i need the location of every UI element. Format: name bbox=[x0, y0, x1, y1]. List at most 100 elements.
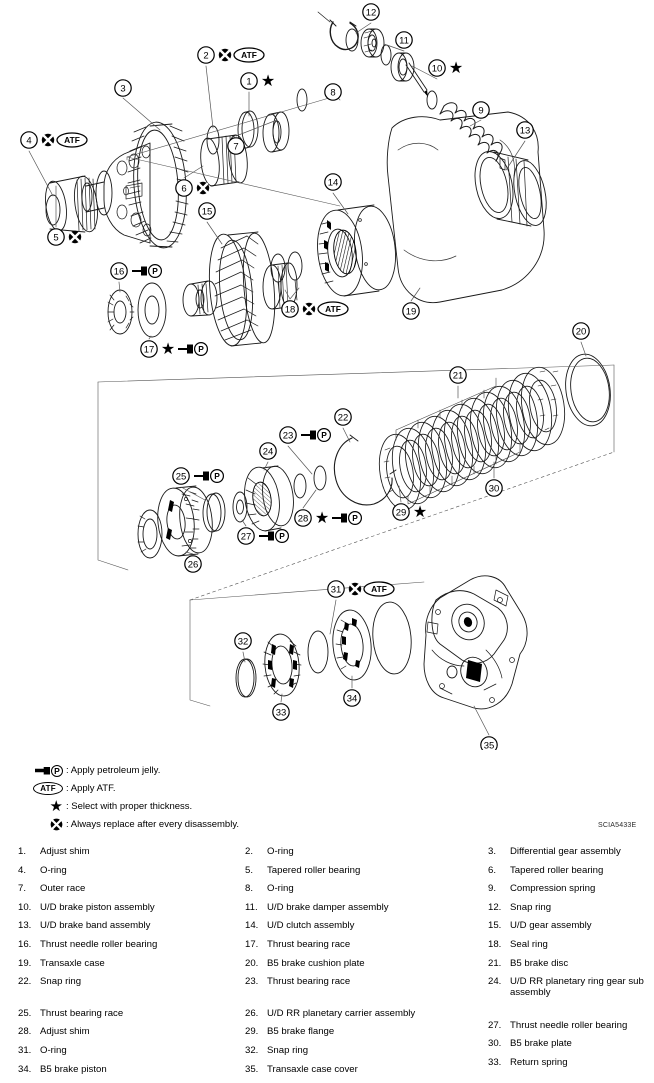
part-label: Thrust needle roller bearing bbox=[510, 1019, 628, 1031]
x-circle-icon bbox=[41, 133, 55, 147]
callout-34: 34 bbox=[343, 689, 361, 707]
callout-bubble bbox=[175, 179, 193, 197]
part-label: O-ring bbox=[267, 846, 294, 857]
callout-number: 22 bbox=[338, 412, 349, 423]
callout-number: 3 bbox=[120, 83, 125, 94]
part-item: 25.Thrust bearing race bbox=[18, 1008, 233, 1019]
part-item: 35.Transaxle case cover bbox=[245, 1064, 475, 1075]
part-item: 12.Snap ring bbox=[488, 902, 654, 913]
part-label: Differential gear assembly bbox=[510, 846, 621, 857]
callout-17: 17★P bbox=[140, 340, 209, 358]
atf-icon: ATF bbox=[56, 132, 88, 148]
ud-gear-assembly-art bbox=[107, 231, 303, 347]
part-number: 7. bbox=[18, 883, 27, 895]
callout-number: 8 bbox=[330, 87, 335, 98]
callout-13: 13 bbox=[516, 121, 534, 139]
callout-number: 35 bbox=[484, 740, 495, 750]
part-item: 15.U/D gear assembly bbox=[488, 920, 654, 931]
callout-bubble bbox=[237, 527, 255, 545]
part-number: 33. bbox=[488, 1057, 502, 1068]
callout-number: 14 bbox=[328, 177, 339, 188]
legend-row-atf: ATF : Apply ATF. bbox=[10, 780, 430, 797]
atf-icon: ATF bbox=[33, 782, 63, 795]
part-label: U/D brake damper assembly bbox=[267, 901, 389, 913]
part-number: 4. bbox=[18, 864, 27, 876]
part-item: 21.B5 brake disc bbox=[488, 958, 654, 969]
callout-14: 14 bbox=[324, 173, 342, 191]
part-number: 9. bbox=[488, 883, 497, 895]
x-circle-icon bbox=[196, 181, 210, 195]
part-label: Seal ring bbox=[510, 939, 548, 950]
callout-number: 24 bbox=[263, 446, 274, 457]
callout-number: 27 bbox=[241, 531, 252, 542]
part-number: 31. bbox=[18, 1045, 32, 1056]
callout-bubble bbox=[402, 302, 420, 320]
part-number: 5. bbox=[245, 864, 254, 876]
callout-number: 18 bbox=[285, 304, 296, 315]
callout-9: 9 bbox=[472, 101, 490, 119]
part-number: 25. bbox=[18, 1007, 32, 1019]
part-label: O-ring bbox=[40, 1045, 67, 1056]
part-label: O-ring bbox=[267, 883, 294, 895]
part-item: 33. Return spring bbox=[488, 1057, 654, 1068]
part-item: 20.B5 brake cushion plate bbox=[245, 958, 475, 969]
circle-p-icon: P bbox=[51, 764, 63, 777]
callout-bubble bbox=[198, 202, 216, 220]
part-label: Snap ring bbox=[510, 901, 552, 913]
callout-number: 19 bbox=[406, 306, 417, 317]
callout-number: 1 bbox=[246, 76, 251, 87]
part-item: 1.Adjust shim bbox=[18, 846, 233, 857]
part-label: Outer race bbox=[40, 883, 86, 895]
callout-bubble bbox=[449, 366, 467, 384]
part-item: 11. U/D brake damper assembly bbox=[245, 902, 475, 913]
part-number: 10. bbox=[18, 901, 32, 913]
part-number: 11. bbox=[245, 901, 258, 913]
part-item: 5.Tapered roller bearing bbox=[245, 865, 475, 876]
circle-p-label: P bbox=[321, 430, 327, 440]
part-number: 28. bbox=[18, 1026, 32, 1038]
callout-15: 15 bbox=[198, 202, 216, 220]
callout-bubble bbox=[281, 300, 299, 318]
planetary-carrier-art bbox=[97, 364, 615, 601]
callout-1: 1★ bbox=[240, 72, 275, 90]
part-item: 31. O-ring bbox=[18, 1045, 233, 1056]
x-circle-icon bbox=[218, 48, 232, 62]
callout-bubble bbox=[172, 467, 190, 485]
part-label: Return spring bbox=[510, 1057, 568, 1068]
callout-bubble bbox=[395, 31, 413, 49]
callout-number: 17 bbox=[144, 344, 155, 355]
drawing-code: SCIA5433E bbox=[598, 822, 637, 829]
atf-icon-cell: ATF bbox=[10, 782, 66, 795]
part-number: 27. bbox=[488, 1019, 502, 1031]
circle-p-label: P bbox=[198, 344, 204, 354]
callout-number: 15 bbox=[202, 206, 213, 217]
x-circle-icon bbox=[302, 302, 316, 316]
circle-p-label: P bbox=[152, 266, 158, 276]
legend-text-petroleum-jelly: : Apply petroleum jelly. bbox=[66, 764, 161, 776]
part-number: 21. bbox=[488, 957, 502, 969]
callout-number: 7 bbox=[233, 141, 238, 152]
ud-clutch-assembly-art bbox=[317, 204, 396, 297]
callout-number: 5 bbox=[53, 232, 58, 243]
part-number: 18. bbox=[488, 939, 502, 950]
part-label: Transaxle case bbox=[40, 957, 105, 969]
part-number: 8. bbox=[245, 883, 254, 895]
leader-lines bbox=[28, 22, 587, 736]
petroleum-jelly-icon: P bbox=[301, 428, 332, 443]
atf-icon: ATF bbox=[233, 47, 265, 63]
callout-bubble bbox=[272, 703, 290, 721]
callout-bubble bbox=[516, 121, 534, 139]
petroleum-jelly-icon: P bbox=[10, 764, 66, 777]
callout-24: 24 bbox=[259, 442, 277, 460]
grease-tube-icon bbox=[35, 766, 50, 775]
callout-19: 19 bbox=[402, 302, 420, 320]
callout-bubble bbox=[392, 503, 410, 521]
diagram-canvas: 1★2ATF34ATF5678910★111213141516P17★P18AT… bbox=[20, 3, 615, 750]
b5-brake-pack-art bbox=[378, 353, 611, 511]
callout-bubble bbox=[294, 509, 312, 527]
